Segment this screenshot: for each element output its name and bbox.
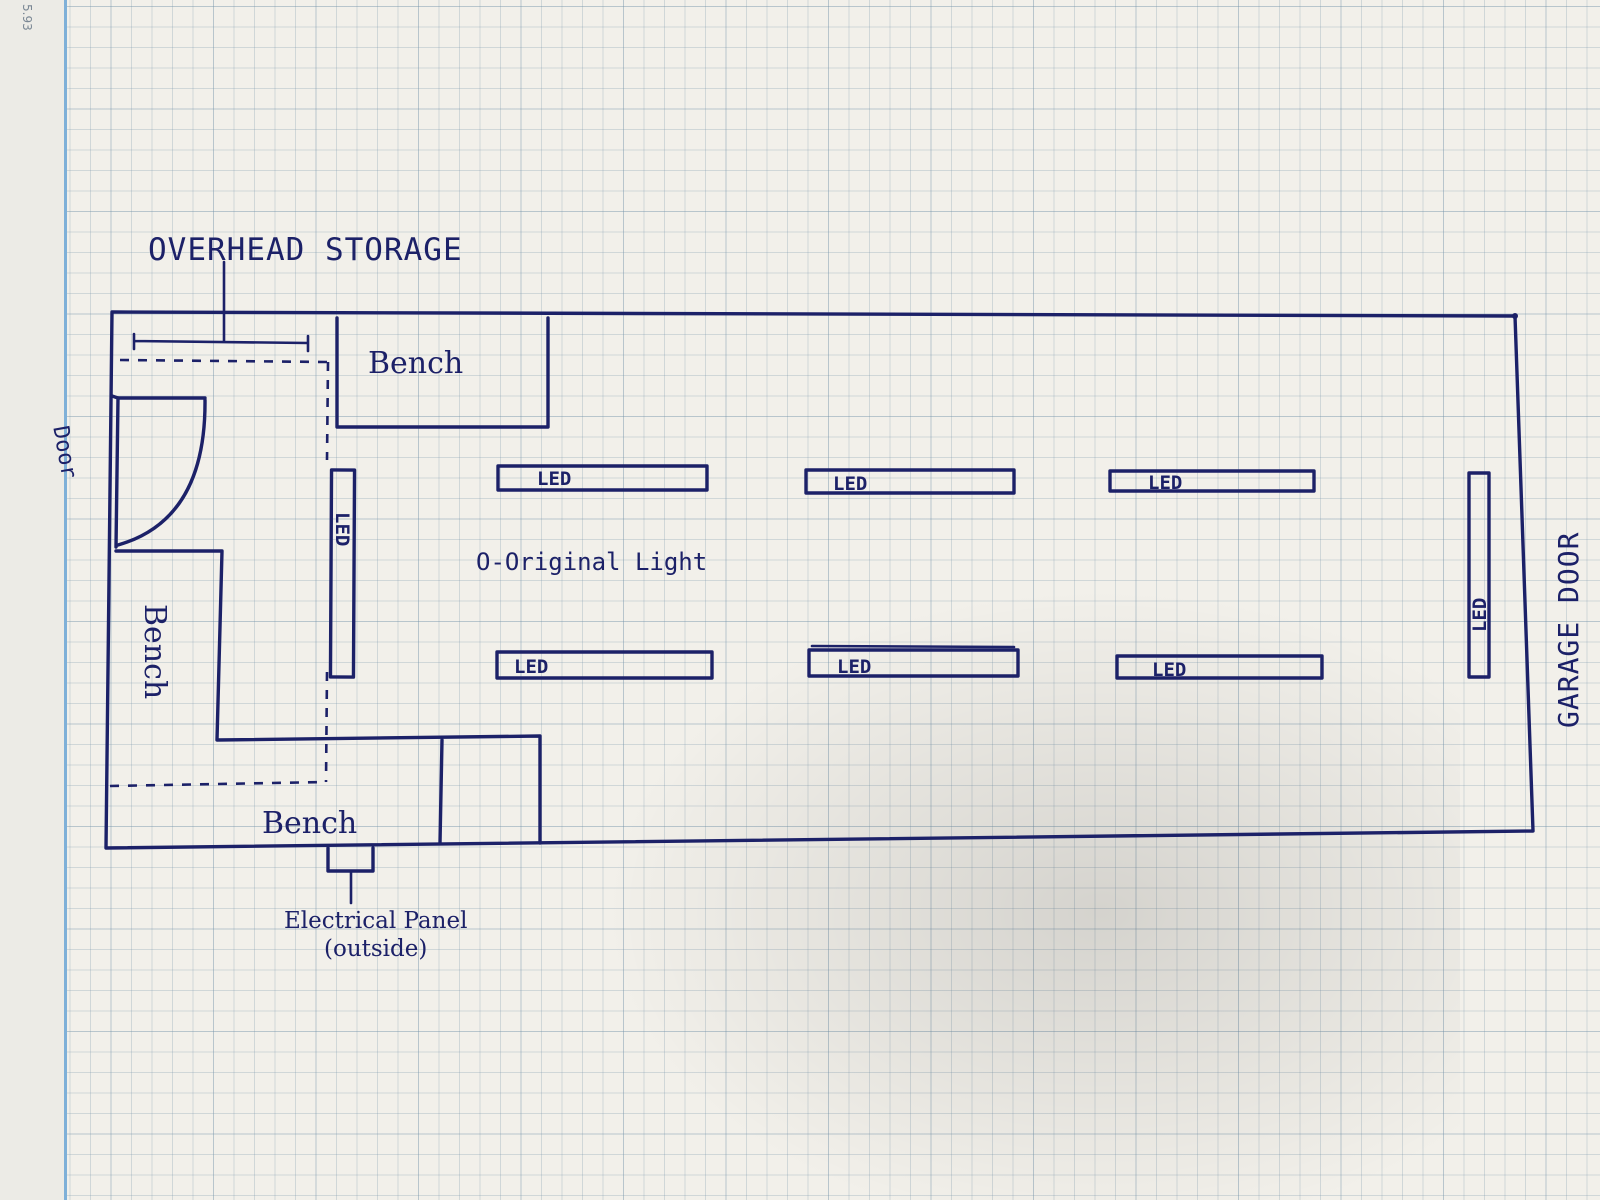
bench-left-label: Bench	[137, 604, 172, 700]
led-fixture-row2-2	[807, 648, 1020, 678]
led-label: LED	[514, 656, 548, 678]
bench-top-label: Bench	[368, 346, 464, 381]
margin-line	[64, 0, 67, 1200]
outer-wall	[104, 310, 1535, 850]
led-fixture-row1-3	[1108, 469, 1316, 493]
electrical-panel-label: Electrical Panel	[284, 908, 468, 934]
led-label: LED	[837, 656, 871, 678]
led-label: LED	[1148, 472, 1182, 494]
electrical-panel-box	[326, 846, 375, 873]
overhead-storage-dashed-bottom	[109, 780, 327, 788]
page-left-margin	[0, 0, 64, 1200]
led-label: LED	[1152, 659, 1186, 681]
garage-door-label: GARAGE DOOR	[1552, 531, 1585, 728]
overhead-storage-dashed-vertical	[324, 361, 330, 783]
led-label: LED	[1469, 598, 1491, 632]
led-label: LED	[331, 512, 353, 546]
bench-left-outline	[114, 549, 542, 845]
led-fixture-right-vertical	[1467, 471, 1491, 679]
door-jamb-top	[110, 394, 207, 400]
led-fixture-row2-2-extra-line	[810, 644, 1016, 649]
led-fixture-row2-3	[1115, 654, 1324, 680]
led-fixture-row1-2	[804, 468, 1016, 495]
led-fixture-row1-1	[496, 464, 709, 492]
overhead-storage-dimension	[132, 332, 310, 353]
original-light-legend: O-Original Light	[476, 548, 708, 576]
led-fixture-row2-1	[495, 650, 714, 680]
led-label: LED	[833, 473, 867, 495]
door-swing-arc	[116, 398, 207, 547]
led-label: LED	[537, 468, 571, 490]
door-leaf	[114, 396, 120, 549]
led-fixture-left-vertical	[328, 468, 357, 679]
electrical-panel-sublabel: (outside)	[324, 936, 428, 962]
overhead-storage-label: OVERHEAD STORAGE	[148, 232, 463, 268]
bench-bottom-divider	[438, 738, 444, 845]
bench-bottom-label: Bench	[262, 806, 358, 841]
overhead-storage-dashed-top	[119, 358, 329, 364]
bench-top-outline	[335, 316, 550, 429]
